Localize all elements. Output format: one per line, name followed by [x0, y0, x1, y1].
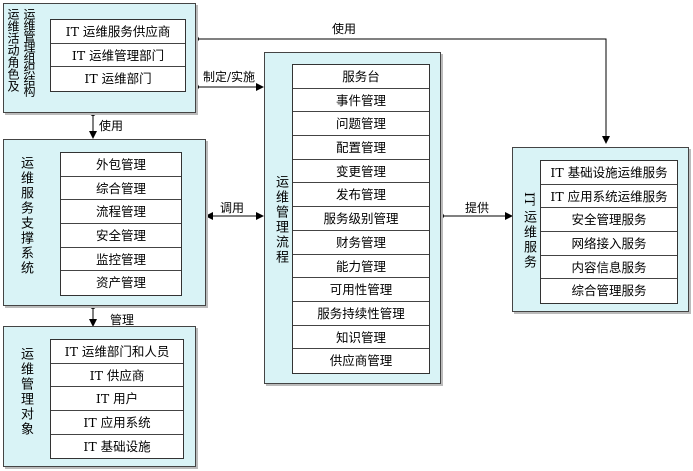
- process-item: 事件管理: [293, 89, 429, 113]
- objects-panel: 运维管理对象 IT 运维部门和人员 IT 供应商 IT 用户 IT 应用系统 I…: [3, 326, 196, 467]
- edge-label-use-down: 使用: [99, 119, 124, 133]
- objects-item: IT 用户: [51, 387, 183, 412]
- services-list: IT 基础设施运维服务 IT 应用系统运维服务 安全管理服务 网络接入服务 内容…: [540, 160, 678, 305]
- edge-label-use-top: 使用: [332, 22, 357, 36]
- process-item: 服务台: [293, 65, 429, 89]
- objects-item: IT 基础设施: [83, 438, 151, 454]
- support-list: 外包管理 综合管理 流程管理 安全管理 监控管理 资产管理: [60, 152, 182, 297]
- support-item: 综合管理: [61, 177, 181, 201]
- edge-label-provide: 提供: [465, 201, 490, 215]
- support-item: 监控管理: [61, 248, 181, 272]
- services-item: 内容信息服务: [541, 256, 677, 280]
- support-item: 安全管理: [61, 224, 181, 248]
- process-item: 问题管理: [293, 112, 429, 137]
- objects-item: IT 运维部门和人员: [51, 340, 183, 364]
- process-item: 变更管理: [293, 160, 429, 184]
- process-item: 服务级别管理: [293, 207, 429, 231]
- process-item: 配置管理: [293, 136, 429, 160]
- services-panel: IT 运维服务 IT 基础设施运维服务 IT 应用系统运维服务 安全管理服务 网…: [512, 147, 689, 312]
- process-item: 可用性管理: [293, 278, 429, 302]
- services-item: 综合管理服务: [571, 283, 647, 299]
- process-item: 发布管理: [293, 183, 429, 208]
- org-item: IT 运维服务供应商: [51, 20, 185, 44]
- process-item: 供应商管理: [329, 353, 393, 369]
- org-list: IT 运维服务供应商 IT 运维管理部门 IT 运维部门: [50, 19, 186, 93]
- process-panel: 运维管理流程 服务台 事件管理 问题管理 配置管理 变更管理 发布管理 服务级别…: [264, 52, 441, 384]
- process-item: 知识管理: [293, 326, 429, 350]
- services-item: IT 基础设施运维服务: [541, 161, 677, 185]
- edge-label-invoke: 调用: [220, 201, 245, 215]
- services-item: IT 应用系统运维服务: [541, 185, 677, 209]
- process-item: 能力管理: [293, 255, 429, 279]
- services-item: 网络接入服务: [541, 232, 677, 256]
- objects-item: IT 供应商: [51, 364, 183, 388]
- process-title: 运维管理流程: [273, 175, 288, 265]
- support-item: 流程管理: [61, 200, 181, 225]
- process-list: 服务台 事件管理 问题管理 配置管理 变更管理 发布管理 服务级别管理 财务管理…: [292, 64, 430, 374]
- org-item: IT 运维管理部门: [51, 44, 185, 68]
- edge-label-define: 制定/实施: [203, 70, 256, 84]
- org-title-line2: 运维管理组织结构: [22, 8, 36, 96]
- services-title-b: 运维服务: [521, 210, 536, 270]
- services-title-a: IT: [521, 192, 536, 206]
- objects-item: IT 应用系统: [51, 411, 183, 435]
- support-title: 运维服务支撑系统: [18, 156, 33, 276]
- org-panel: 运维活动角色及 运维管理组织结构 IT 运维服务供应商 IT 运维管理部门 IT…: [3, 3, 196, 113]
- org-title-line1: 运维活动角色及: [6, 8, 20, 92]
- edge-label-manage: 管理: [110, 313, 135, 327]
- objects-list: IT 运维部门和人员 IT 供应商 IT 用户 IT 应用系统 IT 基础设施: [50, 339, 184, 460]
- services-item: 安全管理服务: [541, 208, 677, 233]
- support-panel: 运维服务支撑系统 外包管理 综合管理 流程管理 安全管理 监控管理 资产管理: [3, 139, 206, 306]
- process-item: 服务持续性管理: [293, 302, 429, 326]
- support-item: 资产管理: [95, 275, 146, 291]
- support-item: 外包管理: [61, 153, 181, 177]
- org-item: IT 运维部门: [84, 71, 152, 87]
- process-item: 财务管理: [293, 231, 429, 255]
- objects-title: 运维管理对象: [18, 347, 33, 437]
